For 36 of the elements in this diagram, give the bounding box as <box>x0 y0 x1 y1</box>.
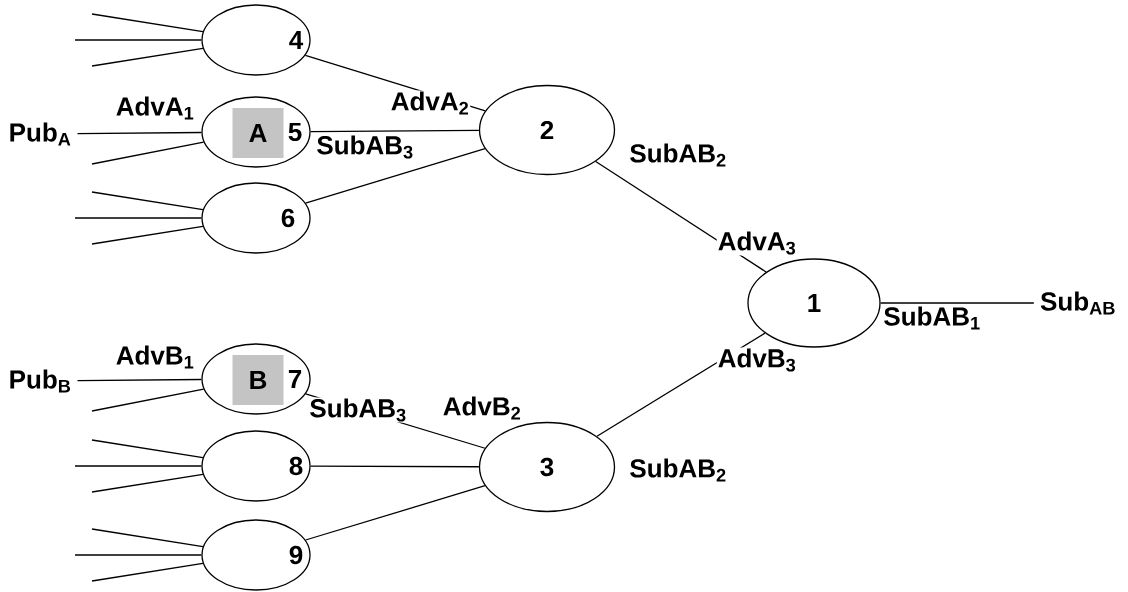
connector-line <box>310 129 480 133</box>
connector-line <box>91 47 204 67</box>
connector-line <box>76 131 202 135</box>
connector-line <box>74 217 202 219</box>
connector-line <box>91 388 205 412</box>
connector-line <box>74 554 202 556</box>
connector-line <box>304 148 486 204</box>
port-label: SubAB$_{2}$ <box>628 142 728 168</box>
edge-label: AdvA$_{2}$ <box>389 90 471 116</box>
edge-label: AdvB$_{3}$ <box>716 347 798 373</box>
edge-label: SubAB$_{1}$ <box>882 305 982 331</box>
connector-line <box>91 225 204 245</box>
edge-label: AdvB$_{2}$ <box>441 395 523 421</box>
connector-line <box>74 39 202 41</box>
endpoint-label: Pub$_{A}$ <box>10 122 71 146</box>
endpoint-label: Sub$_{AB}$ <box>1040 291 1115 315</box>
connector-line <box>91 141 205 165</box>
connector-line <box>76 378 202 382</box>
port-label: SubAB$_{3}$ <box>315 134 415 160</box>
edge-label: AdvA$_{3}$ <box>716 230 798 256</box>
endpoint-label: Pub$_{B}$ <box>10 369 71 393</box>
connector-line <box>91 562 204 582</box>
connector-line <box>310 465 480 468</box>
shaded-box: A <box>232 108 284 158</box>
connector-line <box>880 302 1035 304</box>
connector-line <box>91 439 204 459</box>
connector-line <box>91 473 204 493</box>
edge-label: AdvB$_{1}$ <box>114 344 196 370</box>
edge-label: AdvA$_{1}$ <box>114 95 196 121</box>
connector-line <box>74 465 202 467</box>
connector-line <box>304 485 486 541</box>
connector-line <box>91 191 204 211</box>
connector-line <box>91 13 204 33</box>
connector-line <box>91 528 204 548</box>
shaded-box: B <box>232 355 284 405</box>
port-label: SubAB$_{3}$ <box>308 397 408 423</box>
